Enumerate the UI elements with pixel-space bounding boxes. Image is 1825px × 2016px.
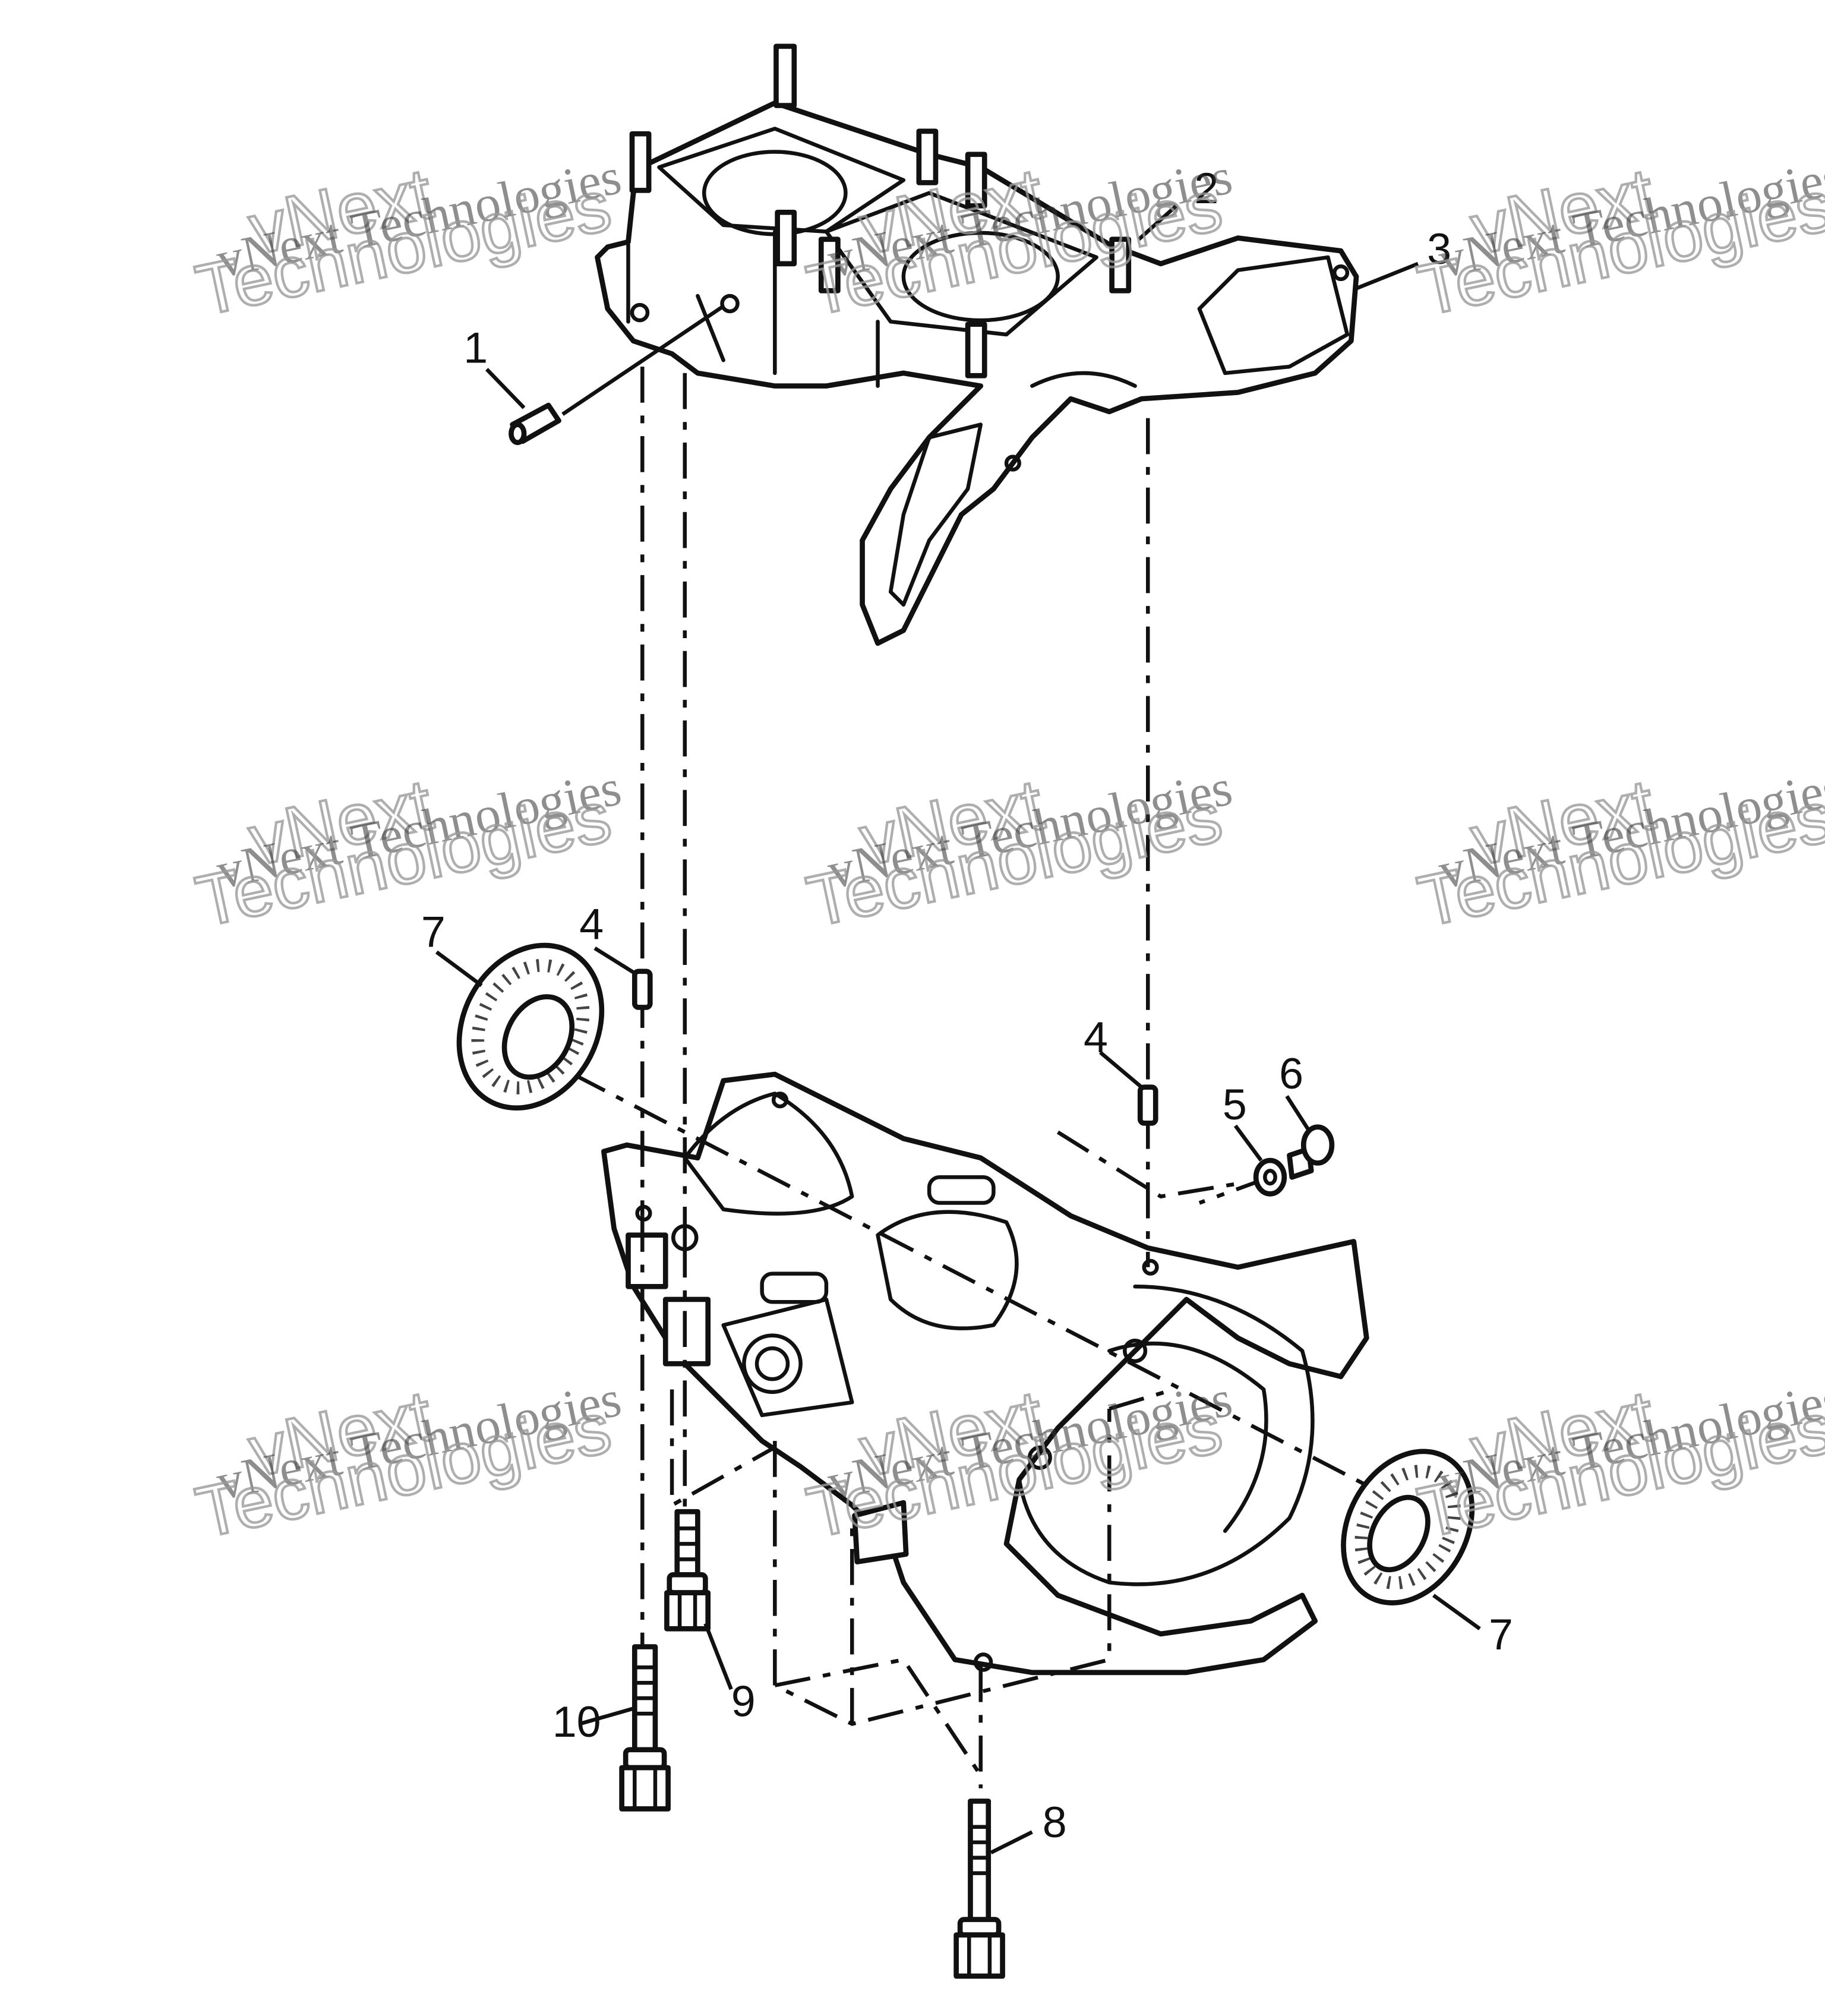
callouts: 1 2 3 4 4 5 6 7 7 8 9 10 (421, 163, 1513, 1847)
callout-2: 2 (1194, 163, 1218, 213)
callout-3: 3 (1427, 224, 1451, 273)
callout-1: 1 (463, 323, 488, 373)
callout-5: 5 (1223, 1080, 1247, 1129)
upper-crankcase (595, 43, 1359, 646)
callout-7-left: 7 (421, 907, 446, 957)
oil-seal-7-right (1341, 1449, 1475, 1605)
watermark-3: vNext vNext Technologies Technologies (1410, 147, 1825, 332)
bolt-8 (953, 1799, 1005, 1979)
watermark-9: vNext vNext Technologies Technologies (1410, 1370, 1825, 1554)
watermark-6: vNext vNext Technologies Technologies (1410, 759, 1825, 944)
watermark-7: vNext vNext Technologies Technologies (188, 1370, 626, 1554)
dowel-pin-4-right (1137, 1084, 1158, 1126)
washer-5 (1253, 1157, 1287, 1197)
callout-8: 8 (1043, 1797, 1067, 1847)
watermark-4: vNext vNext Technologies Technologies (188, 759, 626, 944)
callout-10: 10 (552, 1697, 601, 1746)
callout-9: 9 (731, 1676, 756, 1725)
bolt-10 (619, 1644, 671, 1812)
leader-lines (435, 204, 1481, 1854)
bolt-9 (664, 1509, 711, 1632)
watermark-5: vNext vNext Technologies Technologies (799, 759, 1237, 944)
dowel-pin-1 (509, 402, 561, 446)
oil-seal-7-left (456, 942, 605, 1111)
reference-box (670, 1130, 1239, 1777)
dowel-pin-4-left (632, 968, 653, 1010)
lower-crankcase (601, 1071, 1369, 1676)
watermark-1: vNext vNext Technologies Technologies (188, 147, 626, 332)
callout-4-left: 4 (579, 900, 604, 949)
callout-6: 6 (1279, 1049, 1303, 1098)
callout-4-right: 4 (1084, 1012, 1108, 1062)
callout-7-right: 7 (1489, 1610, 1513, 1659)
drain-plug-6 (1287, 1124, 1335, 1180)
